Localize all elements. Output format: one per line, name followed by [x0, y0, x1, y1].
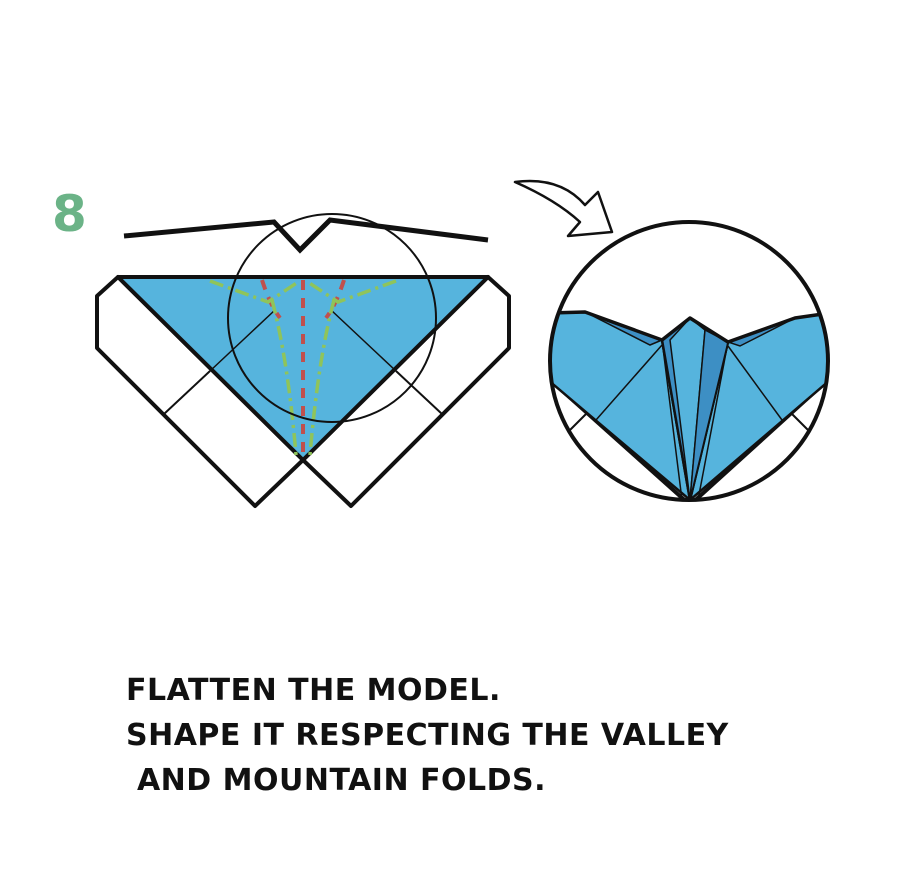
right-inner-crease — [330, 309, 397, 372]
magnified-result — [550, 222, 828, 500]
instruction-line-1: FLATTEN THE MODEL. — [126, 673, 501, 708]
instruction-line-3: AND MOUNTAIN FOLDS. — [126, 763, 547, 798]
mountain-fold-right — [307, 279, 397, 304]
step-number: 8 — [52, 185, 87, 243]
instruction-text: FLATTEN THE MODEL. SHAPE IT RESPECTING T… — [126, 668, 886, 803]
left-flap-crease — [163, 370, 211, 415]
mountain-fold-profile-line — [123, 217, 489, 254]
instruction-line-2: SHAPE IT RESPECTING THE VALLEY — [126, 718, 729, 753]
curved-arrow-icon — [513, 179, 614, 238]
right-flap-crease — [395, 370, 443, 415]
mountain-fold-left — [209, 279, 299, 304]
left-inner-crease — [209, 309, 276, 372]
mountain-fold-left-long — [270, 299, 298, 456]
blue-triangle-layer — [116, 275, 490, 462]
zoom-circle-icon — [227, 213, 437, 423]
magnified-result-frame — [548, 220, 830, 502]
mountain-fold-right-long — [308, 299, 336, 456]
